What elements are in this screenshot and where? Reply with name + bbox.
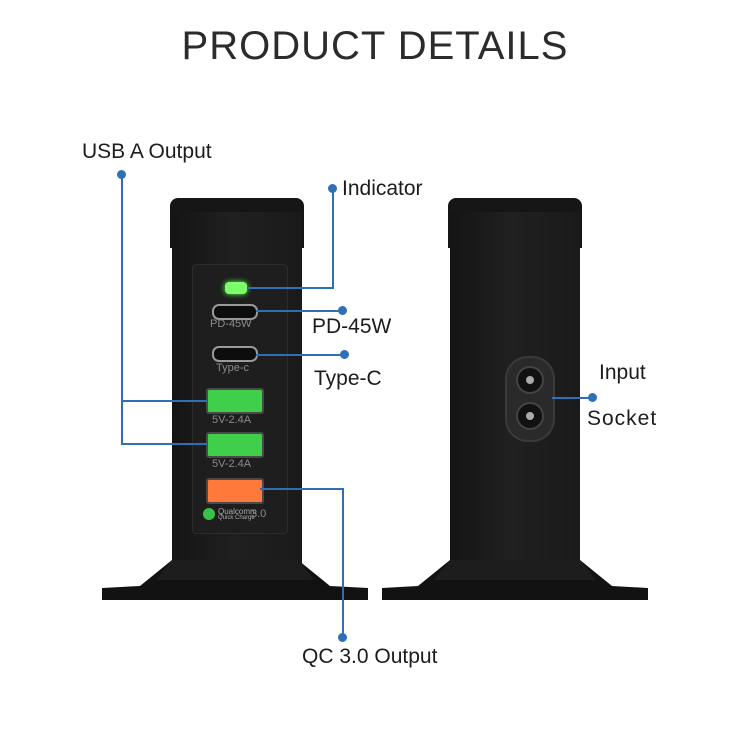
callout-line-qc-vertical	[342, 489, 344, 635]
qc-version: 3.0	[251, 508, 267, 520]
usb-a-port-1	[206, 388, 264, 414]
callout-line-input	[552, 397, 590, 399]
label-pd45w: PD-45W	[312, 315, 392, 338]
label-qc-output: QC 3.0 Output	[302, 645, 438, 668]
charger-stand-back	[382, 560, 648, 600]
callout-line-typec	[256, 354, 342, 356]
qc-brand: Qualcomm	[218, 507, 257, 516]
indicator-led	[225, 282, 247, 294]
callout-line-pd45w	[256, 310, 340, 312]
callout-dot-typec	[340, 350, 349, 359]
port-label-typec: Type-c	[216, 362, 250, 374]
port-label-usba1: 5V-2.4A	[212, 414, 252, 426]
callout-line-indicator-horizontal	[248, 287, 334, 289]
charger-stand-front	[102, 560, 368, 600]
page-title: PRODUCT DETAILS	[181, 24, 569, 68]
callout-line-indicator-vertical	[332, 188, 334, 288]
label-socket: Socket	[587, 407, 658, 430]
usb-c-port-typec	[212, 346, 258, 362]
callout-line-usb-a-1	[121, 400, 207, 402]
callout-line-usb-a-2	[121, 443, 207, 445]
port-label-usba2: 5V-2.4A	[212, 458, 252, 470]
qc-port	[206, 478, 264, 504]
qualcomm-icon	[203, 508, 215, 520]
socket-hole-bottom	[516, 402, 544, 430]
socket-hole-top	[516, 366, 544, 394]
label-input: Input	[599, 361, 646, 384]
usb-c-port-pd45w	[212, 304, 258, 320]
usb-a-port-2	[206, 432, 264, 458]
callout-dot-input	[588, 393, 597, 402]
port-label-pd45w: PD-45W	[210, 318, 252, 330]
callout-line-qc-horizontal	[260, 488, 344, 490]
label-usb-a-output: USB A Output	[82, 140, 212, 163]
qc-sub: Quick Charge	[218, 515, 255, 521]
callout-dot-pd45w	[338, 306, 347, 315]
label-indicator: Indicator	[342, 177, 423, 200]
label-typec: Type-C	[314, 367, 382, 390]
callout-dot-qc	[338, 633, 347, 642]
socket-pin-bottom	[526, 412, 534, 420]
socket-pin-top	[526, 376, 534, 384]
callout-line-usb-a-vertical	[121, 174, 123, 444]
input-socket	[505, 356, 555, 442]
